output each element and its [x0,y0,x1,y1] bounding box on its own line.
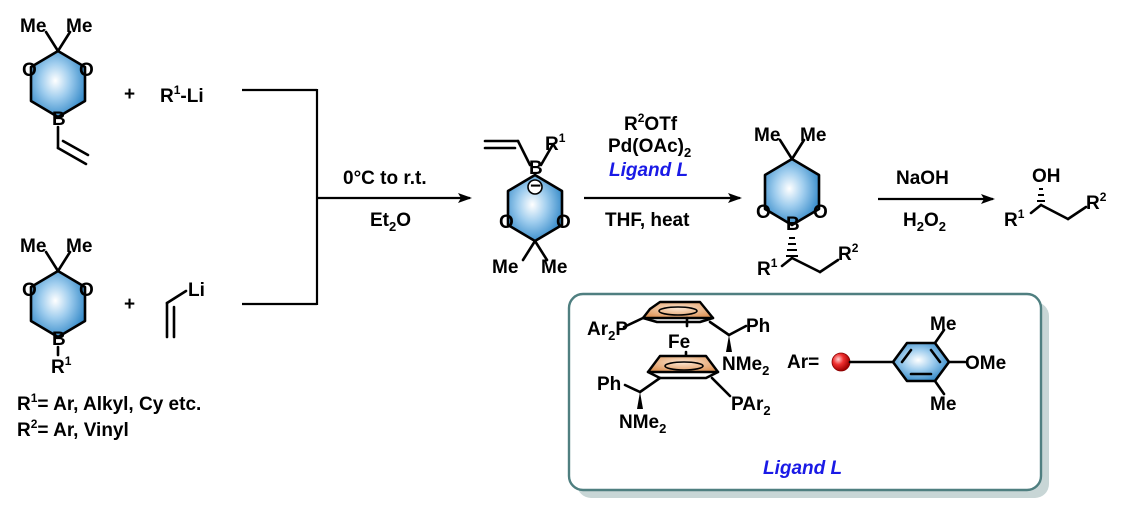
diarylphosphino-label: Ar2P [587,319,628,343]
cyclopentadienyl-ring-top [641,300,715,320]
step1-conditions-temperature: 0°C to r.t. [343,168,427,189]
step3-base: NaOH [896,168,949,189]
me-label: Me [492,257,518,278]
me-label: Me [66,16,92,37]
oxygen-label: O [499,212,514,233]
svg-text:−: − [530,176,541,197]
diarylphosphino-label: PAr2 [731,394,771,418]
dimethylamino-label: NMe2 [619,412,666,436]
oxygen-label: O [79,280,94,301]
lithium-label: Li [188,280,205,301]
dioxaborinane-ring [31,51,85,117]
product-boronic-ester: Me Me O O B R1 R2 [754,125,859,280]
step2-ligand[interactable]: Ligand L [609,160,688,181]
boron-label: B [52,329,66,350]
hashed-wedge-bond [786,237,798,257]
converging-bracket [242,88,319,306]
aryl-definition-label: Ar= [787,352,819,373]
boron-label: B [52,109,66,130]
phenyl-label: Ph [597,374,621,395]
hashed-wedge-bond [1037,188,1045,202]
me-label: Me [930,394,956,415]
ligand-box: Fe Ar2P Ph NMe2 Ph NMe2 PAr2 Ar= M [567,292,1049,498]
step2-triflate: R2OTf [624,111,678,135]
dioxaborinane-ring [765,159,819,225]
oxygen-label: O [22,280,37,301]
step2-conditions: THF, heat [605,210,690,231]
me-label: Me [20,16,46,37]
r2-substituent: R2 [1086,190,1107,214]
step1-solvent: Et2O [370,210,411,234]
alcohol-product: OH R1 R2 [1004,166,1107,231]
plus-sign: + [124,294,135,315]
me-label: Me [754,125,780,146]
oxygen-label: O [556,212,571,233]
me-label: Me [20,236,46,257]
boronate-ate-complex: B − R1 O O Me Me [483,131,571,278]
hydroxyl-label: OH [1032,166,1061,187]
me-label: Me [800,125,826,146]
phenyl-label: Ph [746,316,770,337]
ligand-caption: Ligand L [763,458,842,479]
r1-definition: R1= Ar, Alkyl, Cy etc. [17,391,201,415]
me-label: Me [541,257,567,278]
wedge-bond [726,335,732,352]
oxygen-label: O [813,202,828,223]
plus-sign: + [124,84,135,105]
methoxy-label: OMe [965,353,1006,374]
step3-oxidant: H2O2 [903,210,946,234]
me-label: Me [930,314,956,335]
negative-charge-icon [527,179,543,195]
oxygen-label: O [756,202,771,223]
reactant-vinyl-boronate: Me Me O O B + R1-Li [20,16,204,166]
r1-substituent: R1 [757,256,778,280]
reactant-alkyl-boronate: Me Me O O B R1 + Li [20,236,205,378]
boron-label: B [786,214,800,235]
dimethylamino-label: NMe2 [722,354,769,378]
iron-label: Fe [668,332,690,353]
r1-substituent: R1 [1004,207,1025,231]
oxygen-label: O [79,60,94,81]
aryl-ring [893,343,949,381]
dioxaborinane-ring [31,271,85,337]
wedge-bond [637,392,643,409]
boron-label: B [529,158,543,179]
step2-catalyst: Pd(OAc)2 [608,136,691,160]
oxygen-label: O [22,60,37,81]
attachment-point-sphere [831,352,851,372]
r1-substituent: R1 [51,354,72,378]
r2-definition: R2= Ar, Vinyl [17,417,129,441]
r1-substituent: R1 [545,131,566,155]
me-label: Me [66,236,92,257]
dioxaborinane-ring [508,175,562,241]
alkyllithium-reagent: R1-Li [160,83,204,107]
r2-substituent: R2 [838,241,859,265]
